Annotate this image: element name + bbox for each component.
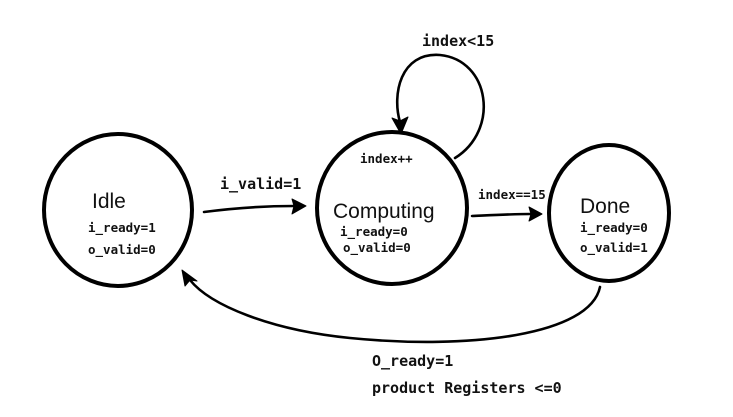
arrowhead-computing-self-loop <box>391 116 409 135</box>
state-output-idle-2: o_valid=0 <box>88 242 156 258</box>
transition-computing-self-loop: index<15 <box>391 32 494 160</box>
edge-idle-to-computing <box>202 204 296 214</box>
state-circle-computing <box>315 130 469 286</box>
edge-done-to-idle <box>188 278 602 344</box>
state-entry-action-computing: index++ <box>360 151 413 166</box>
state-output-done-2: o_valid=1 <box>580 240 648 256</box>
state-done: Done i_ready=0 o_valid=1 <box>547 143 671 283</box>
label-done-to-idle-line-2: product Registers <=0 <box>372 379 562 397</box>
state-computing: index++ Computing i_ready=0 o_valid=0 <box>315 130 469 286</box>
edge-computing-self-loop <box>396 53 486 160</box>
state-output-computing-2: o_valid=0 <box>343 240 411 256</box>
arrowhead-done-to-idle <box>181 269 198 287</box>
label-done-to-idle-line-1: O_ready=1 <box>372 352 453 370</box>
transition-idle-to-computing: i_valid=1 <box>202 175 307 215</box>
state-output-idle-1: i_ready=1 <box>88 220 156 236</box>
state-output-done-1: i_ready=0 <box>580 220 648 236</box>
state-output-computing-1: i_ready=0 <box>340 224 408 240</box>
state-name-computing: Computing <box>333 200 435 223</box>
edge-computing-to-done <box>470 212 532 218</box>
label-computing-self-loop: index<15 <box>422 32 494 50</box>
arrowhead-computing-to-done <box>528 206 543 222</box>
state-idle: Idle i_ready=1 o_valid=0 <box>42 132 194 288</box>
transition-computing-to-done: index==15 <box>470 187 546 222</box>
label-idle-to-computing: i_valid=1 <box>220 175 301 193</box>
state-circle-done <box>547 143 671 283</box>
state-circle-idle <box>42 132 194 288</box>
label-computing-to-done: index==15 <box>478 187 546 202</box>
transition-done-to-idle: O_ready=1 product Registers <=0 <box>181 269 602 397</box>
arrowhead-idle-to-computing <box>291 198 307 215</box>
state-name-done: Done <box>580 195 630 218</box>
state-name-idle: Idle <box>92 190 126 213</box>
